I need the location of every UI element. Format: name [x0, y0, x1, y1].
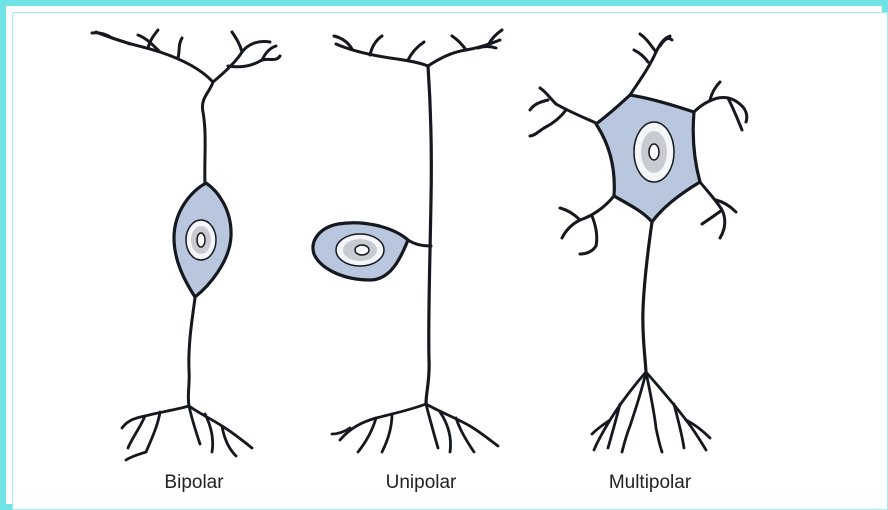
bipolar-label: Bipolar: [164, 472, 223, 494]
unipolar-neuron: [313, 30, 502, 452]
unipolar-axon: [426, 66, 431, 404]
unipolar-axon-terminals: [332, 404, 498, 452]
multipolar-axon-terminals: [592, 372, 710, 452]
bipolar-axon: [188, 298, 195, 406]
unipolar-label: Unipolar: [386, 472, 457, 494]
unipolar-nucleolus: [355, 245, 369, 255]
bipolar-axon-terminals: [122, 406, 252, 460]
unipolar-dendrites: [334, 30, 502, 66]
multipolar-nucleolus: [649, 144, 659, 160]
bipolar-dendrites: [92, 30, 280, 185]
multipolar-neuron: [530, 34, 747, 452]
unipolar-process: [408, 240, 431, 246]
bipolar-neuron: [92, 30, 280, 460]
bipolar-nucleolus: [197, 233, 205, 247]
multipolar-axon: [643, 222, 652, 372]
multipolar-label: Multipolar: [609, 472, 691, 494]
